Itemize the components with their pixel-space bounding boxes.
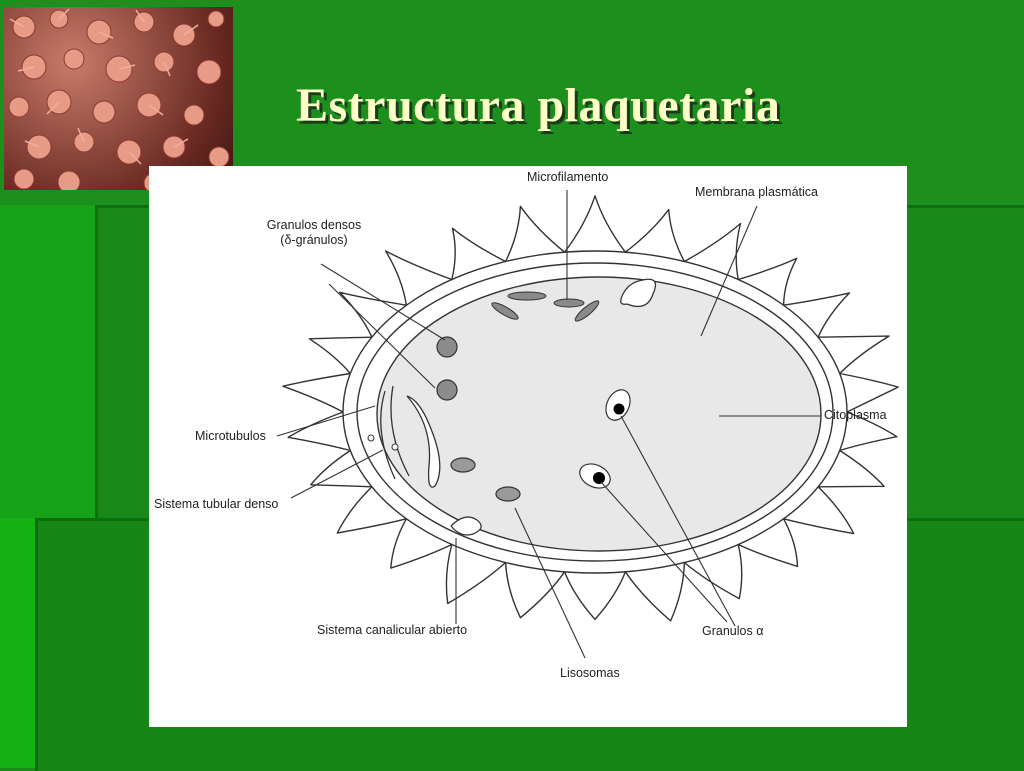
dense-granule	[436, 336, 458, 358]
label-granulos-densos-line2: (δ-gránulos)	[280, 233, 348, 247]
open-canalicular-system-top	[620, 278, 657, 308]
open-canalicular-system-bottom	[450, 516, 482, 536]
dense-tubular-system	[406, 395, 441, 488]
label-microfilamento: Microfilamento	[527, 170, 609, 184]
microfilament	[574, 300, 600, 322]
lysosome	[495, 486, 521, 502]
cytoplasm	[376, 276, 822, 552]
label-granulos-densos-line1: Granulos densos	[266, 218, 362, 232]
microfilament	[491, 302, 519, 320]
label-citoplasma: Citoplasma	[824, 408, 887, 422]
microtubules	[380, 385, 410, 480]
platelets-photo	[4, 7, 233, 190]
label-sistema-canalicular-abierto: Sistema canalicular abierto	[317, 623, 468, 637]
platelet-illustration	[276, 190, 899, 659]
label-granulos-densos: Granulos densos (δ-gránulos)	[253, 218, 375, 248]
label-sistema-tubular-denso: Sistema tubular denso	[154, 497, 279, 511]
label-membrana-plasmatica: Membrana plasmática	[695, 185, 818, 199]
alpha-granule-core	[593, 472, 605, 484]
dense-granule	[436, 379, 458, 401]
tubular-vesicle	[391, 443, 399, 451]
label-granulos-alfa: Granulos α	[702, 624, 764, 638]
label-microtubulos: Microtubulos	[195, 429, 266, 443]
background-strip	[0, 518, 35, 768]
label-lisosomas: Lisosomas	[560, 666, 620, 680]
leader-lines	[276, 190, 821, 659]
alpha-granule-core	[613, 403, 625, 415]
microfilament	[553, 298, 585, 308]
slide-title: Estructura plaquetaria	[296, 79, 781, 132]
microfilament	[507, 291, 547, 301]
lysosome	[450, 457, 476, 473]
tubular-vesicle	[367, 434, 375, 442]
platelet-diagram: Granulos densos (δ-gránulos) Microfilame…	[149, 166, 907, 727]
